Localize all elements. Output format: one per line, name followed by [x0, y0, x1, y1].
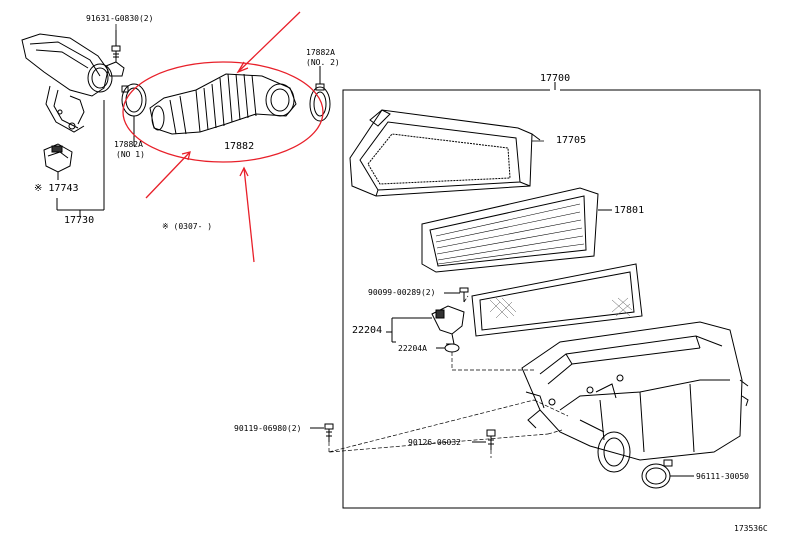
filter-element-17801 — [421, 187, 612, 273]
bolt-91631 — [105, 30, 125, 77]
bolt-90099 — [444, 287, 469, 302]
label-17801: 17801 — [614, 205, 645, 216]
screen-hatch-left — [489, 297, 517, 319]
bolt-90119 — [310, 423, 334, 442]
assembly-box-17700 — [342, 82, 761, 509]
label-17700: 17700 — [540, 73, 571, 84]
filter-pleats — [435, 203, 585, 265]
clamp-96111 — [641, 459, 694, 489]
label-17743: ※ 17743 — [34, 183, 79, 194]
label-date-note: ※ (0307- ) — [162, 222, 213, 231]
label-22204a: 22204A — [398, 344, 427, 353]
lower-case — [521, 321, 749, 473]
label-17882: 17882 — [224, 141, 255, 152]
clamp-17882a-right — [309, 66, 331, 122]
upper-case-17705 — [349, 109, 541, 197]
bolt-90126 — [472, 429, 496, 450]
screen-hatch-right — [611, 297, 633, 317]
leader-lines — [115, 24, 544, 142]
label-17882a-left-note: (NO 1) — [116, 150, 145, 159]
diagram-id: 173536C — [734, 524, 768, 533]
red-annotation — [122, 11, 324, 263]
gasket-screen — [471, 263, 643, 337]
label-17705: 17705 — [556, 135, 587, 146]
label-96111: 96111-30050 — [696, 472, 749, 481]
sensor-17743 — [43, 143, 73, 180]
label-17730: 17730 — [64, 215, 95, 226]
label-17882a-top: 17882A — [306, 48, 335, 57]
clamp-17882a-left — [121, 83, 147, 146]
label-91631: 91631-G0830(2) — [86, 14, 154, 23]
maf-sensor-22204 — [386, 305, 465, 353]
label-90099: 90099-00289(2) — [368, 288, 436, 297]
air-hose-17882 — [149, 73, 297, 135]
label-90119: 90119-06980(2) — [234, 424, 302, 433]
label-90126: 90126-06032 — [408, 438, 461, 447]
label-17882a-top-note: (NO. 2) — [306, 58, 340, 67]
dashed-assembly-lines — [328, 295, 569, 458]
resonator-part — [21, 33, 113, 133]
label-22204: 22204 — [352, 325, 383, 336]
bracket-17730 — [56, 100, 105, 216]
label-17882a-left: 17882A — [114, 140, 143, 149]
